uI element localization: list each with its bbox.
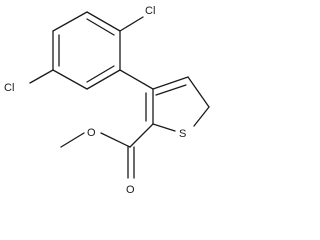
bond-o-methyl [60,132,85,148]
carbonyl-oxygen-atom: O [126,184,135,196]
thiophene-ring [119,69,210,132]
bond-th-c3-c4-inner [155,84,187,96]
chloro-substituents [29,16,144,84]
bond-bz-6-1 [52,11,88,32]
bond-c-cl-left [29,69,54,84]
bond-bz-4-5 [52,69,88,90]
bond-bz-3-4 [86,69,121,90]
sulfur-atom: S [179,128,186,140]
methyl-ester [60,123,154,179]
bond-c-o-ester [100,132,131,148]
bond-bz-inner-a [86,18,115,36]
bond-biaryl [119,69,154,90]
bond-th-c5-s [193,106,210,127]
molecule-structure: Cl Cl S O O [4,5,210,196]
benzene-ring [52,11,121,90]
bond-bz-1-2 [86,11,121,32]
bond-th-c3-c4 [152,76,189,90]
ester-oxygen-atom: O [87,127,96,139]
bond-th-s-c2 [152,123,176,132]
chlorine-atom-top: Cl [145,5,155,17]
bond-c2-carbonyl-c [129,123,154,148]
chlorine-atom-left: Cl [4,82,14,94]
bond-th-c4-c5 [187,76,210,108]
bond-c-cl-top [119,16,144,32]
bond-bz-inner-b [86,65,115,83]
